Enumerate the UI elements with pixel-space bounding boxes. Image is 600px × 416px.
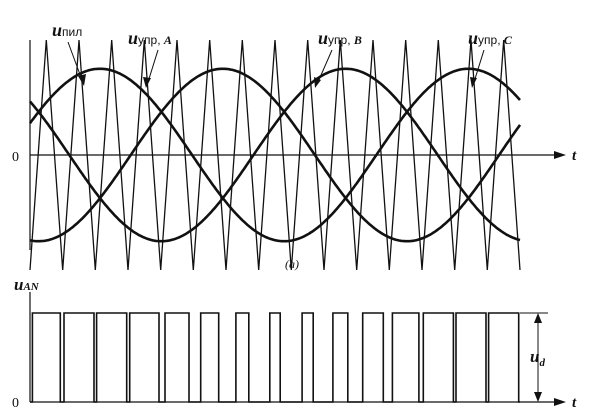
lower-zero-label: 0 [12, 396, 19, 411]
upper-axes [29, 40, 566, 250]
control-sine-b [29, 67, 522, 243]
dc-level-arrow-top [534, 313, 542, 323]
control-sine-a [28, 67, 521, 243]
upper-time-arrow [554, 151, 566, 159]
control-c-label: uупр, C [468, 28, 513, 48]
output-pulse-path [30, 312, 520, 403]
control-b-label: uупр, B [318, 28, 362, 48]
control-sine-c [29, 67, 521, 243]
carrier-label: uпил [52, 20, 82, 40]
carrier-triangle-line [29, 39, 521, 271]
control-a-leader [147, 49, 159, 83]
dc-level-arrow-bottom [534, 392, 542, 402]
carrier-triangle-wave [29, 39, 521, 271]
control-b-leader [317, 49, 333, 83]
lower-time-axis-label: t [572, 395, 577, 411]
panel-a-caption: (a) [285, 257, 299, 271]
upper-zero-label: 0 [12, 150, 19, 165]
upper-time-axis-label: t [572, 148, 577, 164]
carrier-label-arrowhead [78, 74, 86, 86]
lower-time-arrow [554, 398, 566, 406]
control-b-arrowhead [314, 77, 321, 88]
output-label: uAN [14, 275, 40, 294]
control-a-label: uупр, A [128, 28, 172, 48]
output-pulse-train [30, 312, 520, 403]
carrier-label-leader [67, 41, 83, 81]
dc-voltage-label: ud [530, 347, 545, 369]
control-a-arrowhead [143, 77, 151, 88]
control-c-arrowhead [470, 77, 477, 88]
control-c-leader [473, 49, 485, 83]
control-sine-waves [28, 67, 522, 243]
dc-level-indicator [520, 312, 548, 402]
